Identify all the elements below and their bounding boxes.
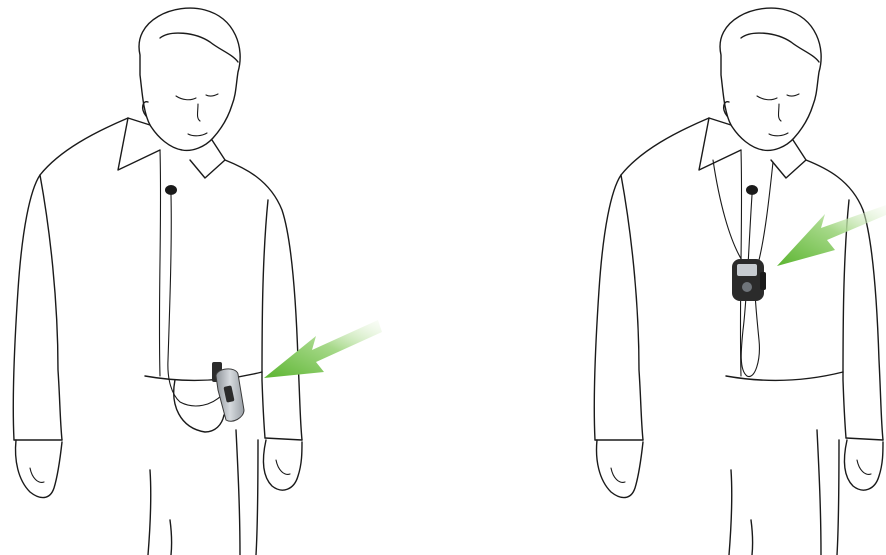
- figure-belt-clip: [0, 0, 443, 555]
- arrow-icon: [264, 320, 382, 378]
- device-icon: [732, 259, 766, 301]
- microphone-icon: [746, 185, 758, 195]
- head: [720, 8, 821, 150]
- torso: [594, 118, 883, 555]
- figure-neck-lanyard: [443, 0, 886, 555]
- figure-neck-lanyard-drawing: [443, 0, 886, 555]
- figure-belt-clip-drawing: [0, 0, 443, 555]
- head: [139, 8, 240, 150]
- device-icon: [212, 362, 244, 421]
- torso: [13, 118, 302, 555]
